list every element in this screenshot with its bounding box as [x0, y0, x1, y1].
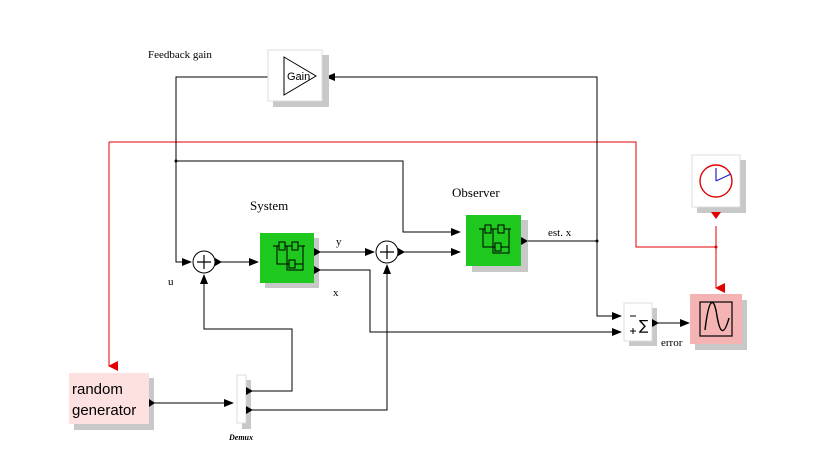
clock-block[interactable]	[691, 154, 746, 219]
subsystem-icon	[273, 241, 305, 271]
demux-block[interactable]	[236, 374, 253, 429]
gain-block-label: Gain	[287, 71, 310, 83]
sum-block-2[interactable]	[375, 240, 405, 264]
system-superblock[interactable]	[260, 233, 321, 288]
demux-label: Demux	[228, 433, 253, 442]
observer-label: Observer	[452, 185, 500, 200]
x-signal-label: x	[333, 287, 339, 299]
system-label: System	[250, 198, 288, 213]
event-links	[108, 141, 725, 371]
sigma-icon: ∑	[639, 318, 649, 334]
subsystem-icon	[479, 224, 511, 254]
gain-block[interactable]: Gain	[267, 49, 329, 107]
est-x-label: est. x	[548, 227, 572, 239]
clock-icon	[699, 164, 733, 198]
feedback-gain-label: Feedback gain	[148, 49, 212, 61]
sum-block-1[interactable]	[192, 250, 222, 274]
junction-dots	[174, 159, 718, 249]
y-signal-label: y	[336, 236, 342, 248]
random-generator-label-line1: random	[72, 381, 123, 398]
sine-wave-icon	[704, 301, 730, 332]
signal-links	[151, 73, 690, 411]
scope-block[interactable]	[690, 294, 747, 350]
error-sum-block[interactable]: ∑	[623, 302, 659, 346]
observer-superblock[interactable]	[466, 215, 528, 272]
u-signal-label: u	[168, 276, 174, 288]
random-generator-block[interactable]: random generator	[69, 373, 155, 430]
random-generator-label-line2: generator	[72, 402, 136, 419]
error-label: error	[661, 337, 683, 349]
